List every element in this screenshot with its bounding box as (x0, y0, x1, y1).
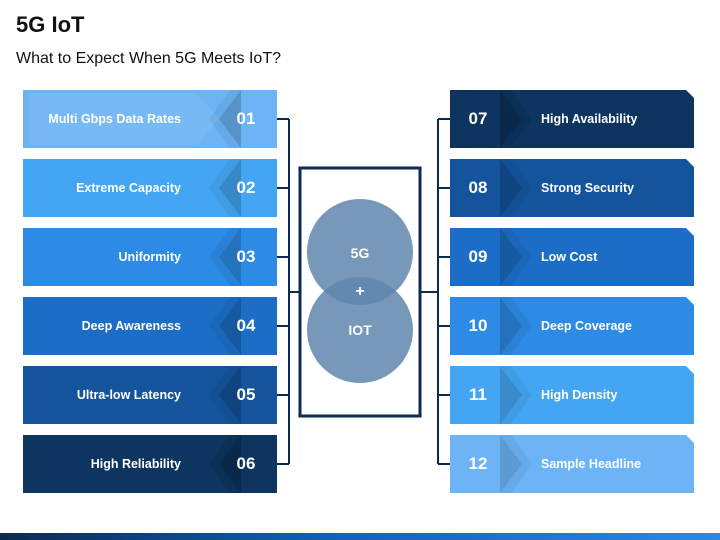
left-item-04: Deep Awareness 04 (23, 297, 277, 355)
circle-5g (307, 199, 413, 305)
item-shape (450, 159, 694, 217)
item-label: Extreme Capacity (76, 181, 181, 195)
left-item-02: Extreme Capacity 02 (23, 159, 277, 217)
item-label: High Reliability (90, 457, 181, 471)
item-number: 09 (468, 247, 488, 266)
item-label: Deep Coverage (541, 319, 633, 333)
right-item-09: 09 Low Cost (450, 228, 694, 286)
left-item-05: Ultra-low Latency 05 (23, 366, 277, 424)
item-label: Ultra-low Latency (76, 388, 181, 402)
center-plus-label: + (355, 283, 365, 300)
item-number: 03 (236, 247, 256, 266)
bottom-accent-bar (0, 533, 720, 540)
item-label: Deep Awareness (81, 319, 181, 333)
item-shape (450, 435, 694, 493)
item-label: Strong Security (541, 181, 635, 195)
center-5g-label: 5G (350, 245, 370, 261)
left-item-03: Uniformity 03 (23, 228, 277, 286)
item-number: 04 (236, 316, 256, 335)
item-label: High Availability (541, 112, 638, 126)
left-item-01: Multi Gbps Data Rates 01 (23, 90, 277, 148)
page-subtitle: What to Expect When 5G Meets IoT? (16, 50, 281, 67)
item-number: 10 (468, 316, 488, 335)
item-number: 06 (236, 454, 256, 473)
right-item-11: 11 High Density (450, 366, 694, 424)
item-label: High Density (541, 388, 618, 402)
right-item-12: 12 Sample Headline (450, 435, 694, 493)
right-item-07: 07 High Availability (450, 90, 694, 148)
item-number: 07 (468, 109, 488, 128)
item-shape (23, 159, 277, 217)
item-number: 08 (468, 178, 488, 197)
item-shape (23, 297, 277, 355)
item-shape (450, 366, 694, 424)
item-label: Uniformity (118, 250, 182, 264)
item-number: 02 (236, 178, 256, 197)
item-shape (23, 90, 277, 148)
item-number: 01 (236, 109, 256, 128)
center-iot-label: IOT (348, 322, 372, 338)
item-number: 11 (469, 385, 487, 404)
right-item-10: 10 Deep Coverage (450, 297, 694, 355)
item-shape (450, 297, 694, 355)
page-title: 5G IoT (16, 12, 85, 37)
item-shape (23, 228, 277, 286)
item-label: Low Cost (541, 250, 598, 264)
item-shape (23, 435, 277, 493)
item-label: Sample Headline (541, 457, 642, 471)
item-number: 05 (236, 385, 256, 404)
item-label: Multi Gbps Data Rates (48, 112, 181, 126)
item-number: 12 (468, 454, 488, 473)
circle-iot (307, 277, 413, 383)
item-shape (23, 366, 277, 424)
right-item-08: 08 Strong Security (450, 159, 694, 217)
left-item-06: High Reliability 06 (23, 435, 277, 493)
item-shape (450, 90, 694, 148)
item-shape (450, 228, 694, 286)
